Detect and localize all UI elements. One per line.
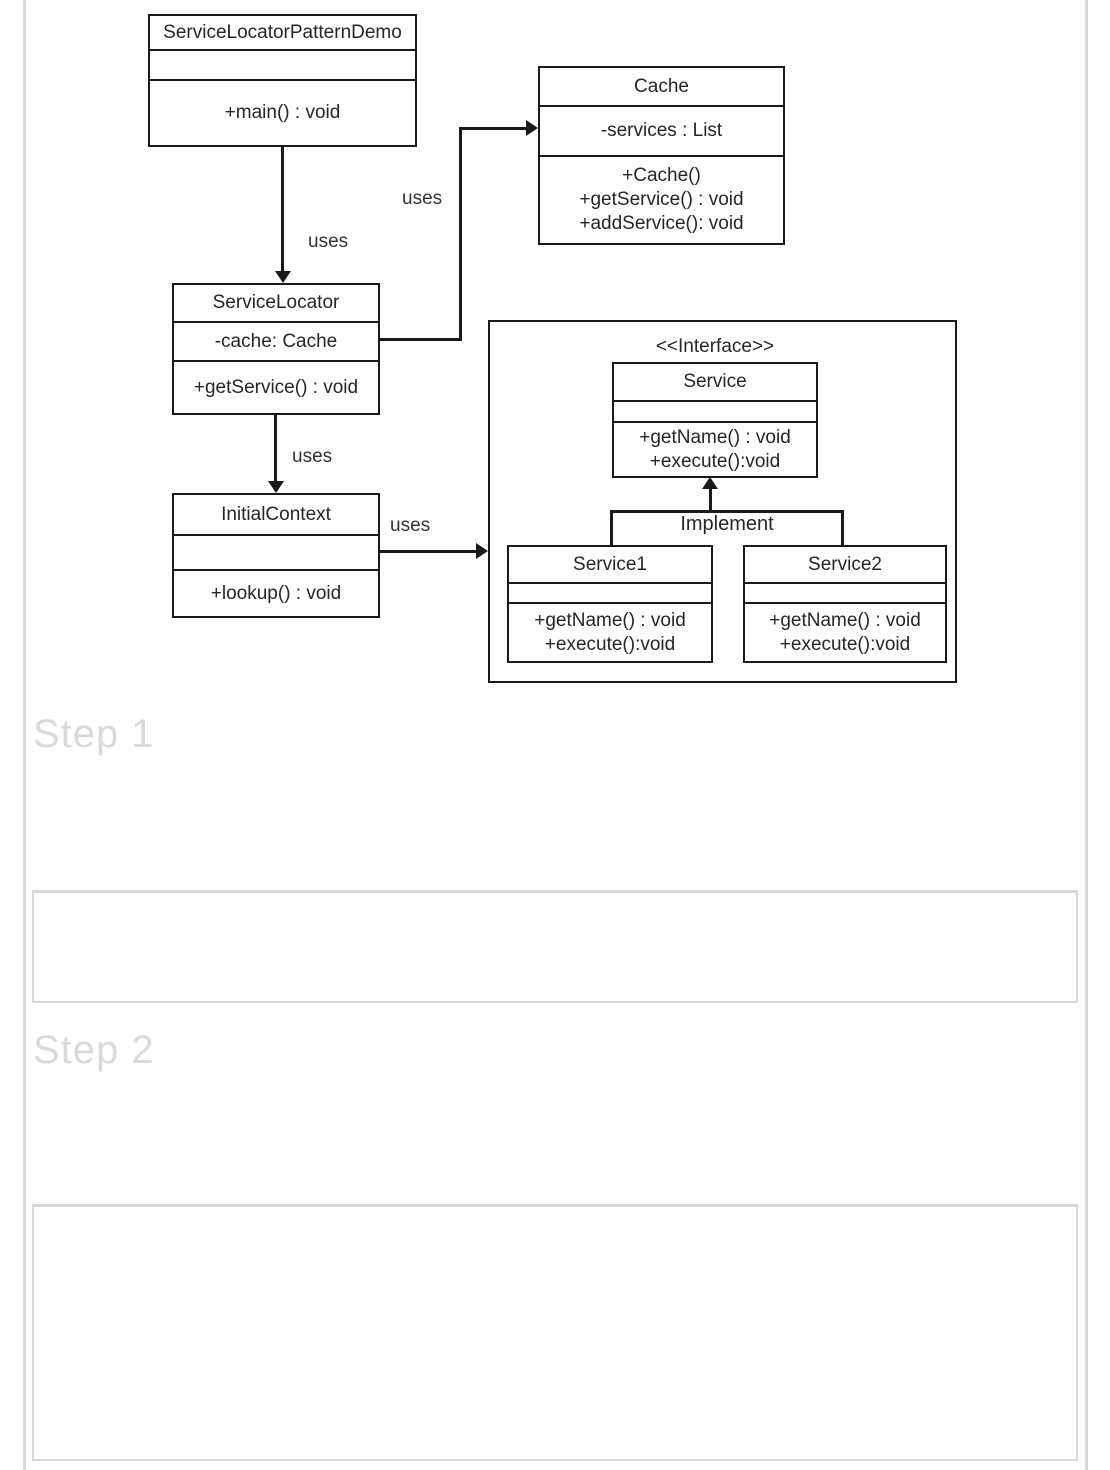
class-attributes-empty [509, 582, 711, 602]
class-method: +getService() : void [579, 189, 744, 210]
class-attributes-empty [614, 400, 816, 421]
implement-bracket-left [610, 510, 613, 545]
class-box-service-interface: Service +getName() : void +execute():voi… [612, 362, 818, 478]
class-attributes: -services : List [540, 105, 783, 155]
edge-servicelocator-initialcontext [274, 415, 277, 483]
class-methods: +getService() : void [174, 360, 378, 413]
uses-label-servicelocator-cache: uses [402, 188, 443, 209]
class-title: Service1 [573, 553, 647, 575]
class-method: +getName() : void [534, 609, 686, 631]
class-methods: +getName() : void +execute():void [745, 602, 945, 661]
class-title: ServiceLocator [212, 292, 340, 313]
class-box-service1: Service1 +getName() : void +execute():vo… [507, 545, 713, 663]
class-title: Cache [634, 75, 689, 97]
class-method: +execute():void [544, 633, 676, 655]
arrowhead-right-icon [526, 120, 538, 136]
class-title: ServiceLocatorPatternDemo [163, 21, 402, 43]
step-2-content-placeholder [32, 1204, 1078, 1461]
arrowhead-up-icon [702, 477, 718, 489]
class-attributes-empty [174, 534, 378, 569]
step-1-heading: Step 1 [33, 712, 155, 756]
arrowhead-down-icon [275, 271, 291, 283]
class-attributes-empty [745, 582, 945, 602]
edge-servicelocator-cache-seg2 [459, 127, 462, 341]
class-method: +execute():void [649, 450, 781, 472]
class-box-service2: Service2 +getName() : void +execute():vo… [743, 545, 947, 663]
edge-demo-servicelocator [281, 147, 284, 273]
class-attribute: -cache: Cache [214, 330, 338, 352]
implement-arrow-shaft [709, 488, 712, 512]
arrowhead-right-icon [476, 543, 488, 559]
class-box-demo: ServiceLocatorPatternDemo +main() : void [148, 14, 417, 147]
class-method: +main() : void [224, 102, 341, 123]
page-border-right [1085, 0, 1088, 1470]
uses-label-demo-servicelocator: uses [308, 231, 349, 252]
edge-servicelocator-cache-seg3 [459, 127, 527, 130]
class-method: +lookup() : void [210, 582, 342, 604]
edge-initialcontext-group [380, 550, 478, 553]
class-attributes: -cache: Cache [174, 321, 378, 360]
class-box-cache: Cache -services : List +Cache() +getServ… [538, 66, 785, 245]
class-method: +getService() : void [193, 376, 359, 398]
implement-bracket-horizontal [610, 510, 844, 513]
edge-servicelocator-cache-seg1 [380, 338, 462, 341]
implement-bracket-right [841, 510, 844, 545]
step-2-heading: Step 2 [33, 1028, 155, 1072]
class-attributes-empty [150, 49, 415, 79]
interface-stereotype-label: <<Interface>> [655, 336, 775, 357]
class-methods: +getName() : void +execute():void [614, 421, 816, 476]
uses-label-servicelocator-initialcontext: uses [292, 446, 333, 467]
class-method: +Cache() [622, 165, 701, 186]
uses-label-initialcontext-group: uses [390, 515, 431, 536]
class-methods: +getName() : void +execute():void [509, 602, 711, 661]
class-box-service-locator: ServiceLocator -cache: Cache +getService… [172, 283, 380, 415]
class-methods: +lookup() : void [174, 569, 378, 616]
class-title: InitialContext [221, 503, 331, 525]
class-methods: +main() : void [150, 79, 415, 145]
arrowhead-down-icon [268, 481, 284, 493]
class-method: +addService(): void [579, 213, 744, 234]
class-method: +getName() : void [639, 426, 791, 448]
class-title: Service [683, 371, 747, 392]
class-methods: +Cache() +getService() : void +addServic… [540, 155, 783, 243]
class-attribute: -services : List [600, 120, 723, 141]
class-method: +execute():void [779, 633, 911, 655]
class-box-initial-context: InitialContext +lookup() : void [172, 493, 380, 618]
implement-label: Implement [680, 513, 774, 535]
step-1-content-placeholder [32, 890, 1078, 1003]
class-title: Service2 [808, 553, 882, 575]
class-method: +getName() : void [769, 609, 921, 631]
page-border-left [23, 0, 26, 1470]
